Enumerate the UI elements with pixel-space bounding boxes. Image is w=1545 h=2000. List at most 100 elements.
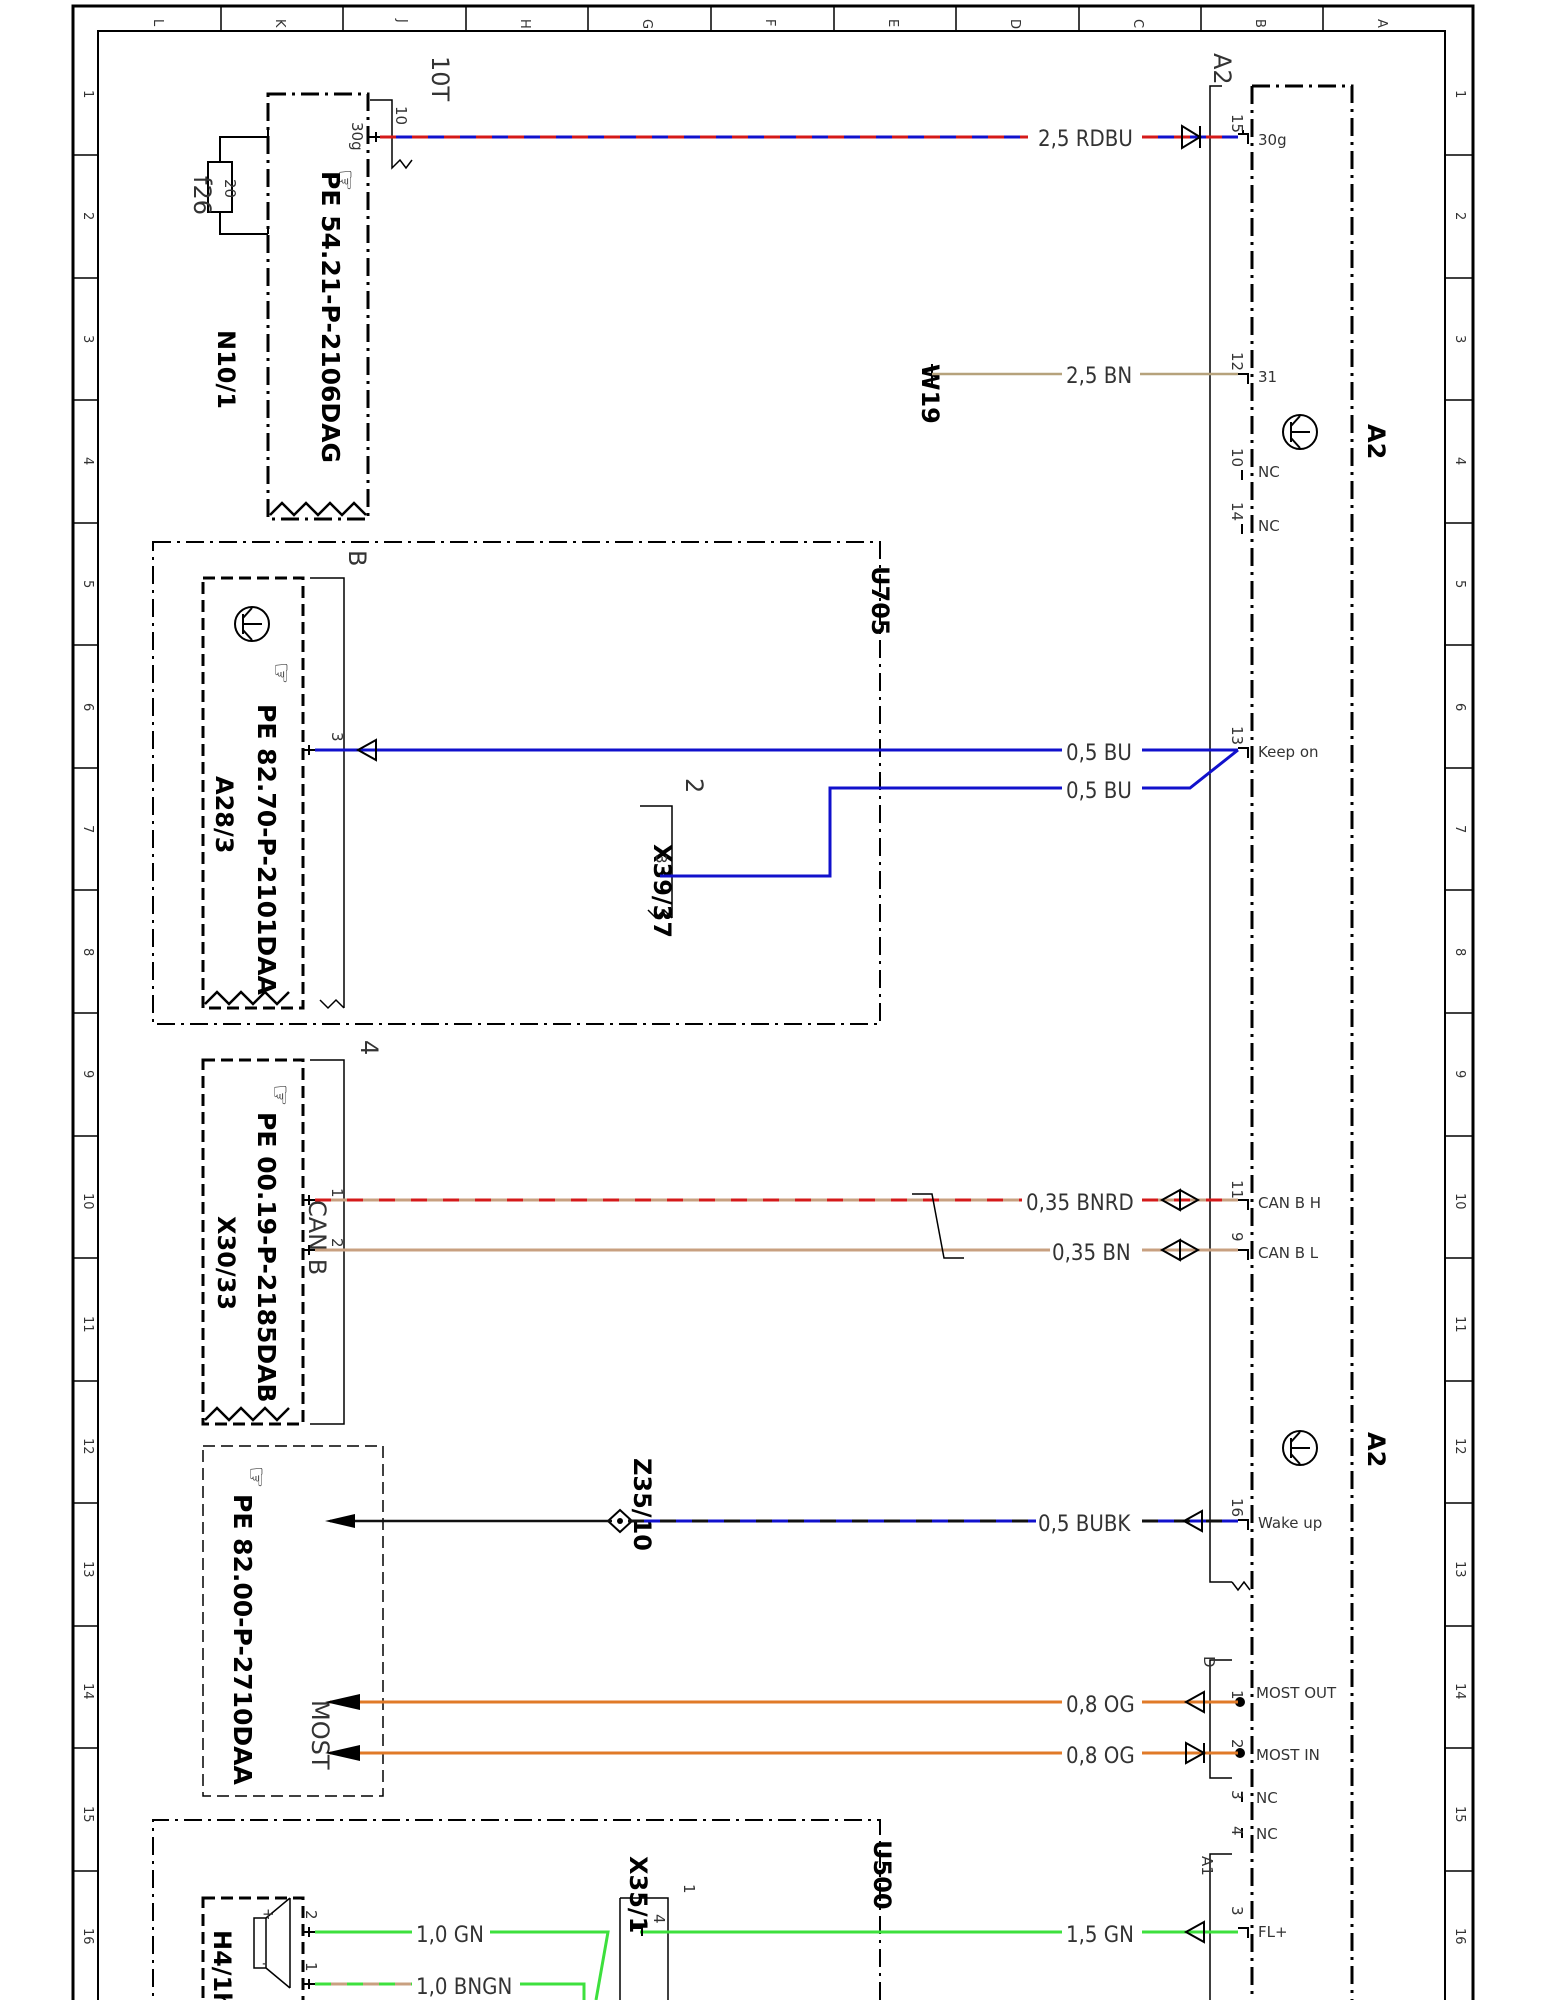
col-label: E bbox=[885, 19, 900, 27]
wire-label: 0,8 OG bbox=[1066, 1744, 1135, 1769]
fuse-name: f26 bbox=[188, 176, 216, 215]
a28-pe-ref: PE 82.70-P-2101DAA bbox=[252, 704, 281, 995]
a2-pin[interactable]: 16 Wake up bbox=[1228, 1498, 1322, 1532]
a1-connector-label: A1 bbox=[1198, 1856, 1216, 1876]
wire-bngn-speaker[interactable]: 1,0 BNGN bbox=[315, 1975, 586, 2000]
col-label: D bbox=[1007, 19, 1022, 29]
col-label: B bbox=[1252, 19, 1267, 28]
col-label: G bbox=[639, 19, 654, 29]
a2-pin[interactable]: 9 CAN B L bbox=[1228, 1232, 1319, 1262]
wire-label: 0,5 BU bbox=[1066, 779, 1132, 804]
wire-label: 0,8 OG bbox=[1066, 1693, 1135, 1718]
wire-bn[interactable]: 2,5 BN bbox=[932, 364, 1238, 389]
u500-dashdot-border bbox=[152, 1819, 881, 2000]
pin-h4-1: 1 bbox=[302, 1962, 320, 1972]
a28-3-border bbox=[201, 576, 305, 1010]
pin-name: NC bbox=[1258, 463, 1280, 481]
row-label: 6 bbox=[1452, 703, 1467, 711]
row-label: 7 bbox=[1452, 825, 1467, 833]
col-label: J bbox=[394, 18, 409, 23]
col-label: H bbox=[517, 19, 532, 29]
row-label: 5 bbox=[1452, 580, 1467, 588]
wire-gn-speaker[interactable]: 1,0 GN bbox=[315, 1923, 610, 2000]
pin-number: 16 bbox=[1228, 1498, 1246, 1517]
z35-10-splice: Z35/10 bbox=[606, 1458, 656, 1551]
pin-number: 14 bbox=[1228, 502, 1246, 521]
row-label: 3 bbox=[1452, 335, 1467, 343]
a2-title-2: A2 bbox=[1362, 1432, 1390, 1467]
row-labels-right: 1 2 3 4 5 6 7 8 9 10 11 12 13 14 15 16 bbox=[1452, 90, 1467, 1945]
pin-name: NC bbox=[1256, 1825, 1278, 1843]
a2-pin[interactable]: 10 NC bbox=[1228, 448, 1280, 481]
pin-number: 10 bbox=[1228, 448, 1246, 467]
a2-pin[interactable]: 2 MOST IN bbox=[1228, 1739, 1320, 1764]
pin-name: Wake up bbox=[1258, 1514, 1322, 1532]
wire-can-bn[interactable]: 0,35 BN bbox=[315, 1193, 1238, 1266]
wire-rdbu[interactable]: 2,5 RDBU bbox=[380, 124, 1238, 152]
most-component: PE 82.00-P-2710DAA ☞ MOST bbox=[202, 1445, 384, 1797]
a2-pin[interactable]: 1 MOST OUT bbox=[1228, 1684, 1337, 1707]
a2-pin[interactable]: 13 Keep on bbox=[1228, 726, 1319, 761]
a2-pin[interactable]: 11 CAN B H bbox=[1228, 1180, 1321, 1212]
n10-connector bbox=[370, 99, 413, 170]
pin-name: 31 bbox=[1258, 368, 1277, 386]
a2-pin[interactable]: 3 NC bbox=[1228, 1789, 1278, 1807]
row-label: 11 bbox=[1452, 1316, 1467, 1333]
row-label: 12 bbox=[80, 1438, 95, 1455]
pin-x30-2: 2 bbox=[328, 1238, 346, 1248]
row-label: 9 bbox=[1452, 1070, 1467, 1078]
a2-pin[interactable]: 14 NC bbox=[1228, 502, 1280, 535]
row-label: 14 bbox=[1452, 1683, 1467, 1700]
column-labels: L K J H G F E D C B A bbox=[150, 18, 1389, 29]
pin-name: NC bbox=[1256, 1789, 1278, 1807]
wire-gn-fl-plus[interactable]: 1,5 GN bbox=[632, 1920, 1238, 1948]
u705-label: U705 bbox=[866, 566, 894, 636]
transistor-icon bbox=[1282, 1430, 1318, 1466]
row-label: 4 bbox=[1452, 457, 1467, 465]
arrow-left-icon bbox=[325, 1694, 360, 1710]
splice-icon bbox=[606, 1508, 634, 1534]
a2-a1-connector bbox=[1209, 1853, 1232, 2000]
row-label: 15 bbox=[80, 1806, 95, 1823]
a2-pin[interactable]: 4 NC bbox=[1228, 1825, 1278, 1843]
row-label: 5 bbox=[80, 580, 95, 588]
n10-pe-ref: PE 54.21-P-2106DAG bbox=[316, 171, 345, 463]
x30-33-border bbox=[201, 1058, 305, 1426]
n10-1-component: N10/1 10T PE 54.21-P-2106DAG ☞ 20 f26 30… bbox=[188, 56, 454, 521]
row-label: 9 bbox=[80, 1070, 95, 1078]
connector-arrow-icon bbox=[1185, 1741, 1207, 1765]
row-label: 16 bbox=[1452, 1928, 1467, 1945]
a28-connector bbox=[310, 577, 345, 1010]
a2-pin[interactable]: 3 FL+ bbox=[1228, 1906, 1288, 1941]
row-label: 12 bbox=[1452, 1438, 1467, 1455]
wire-label: 1,5 GN bbox=[1066, 1923, 1134, 1948]
wire-og-most-out[interactable]: 0,8 OG bbox=[325, 1690, 1238, 1718]
row-label: 15 bbox=[1452, 1806, 1467, 1823]
zigzag bbox=[269, 501, 367, 517]
row-label: 2 bbox=[80, 212, 95, 220]
u705-dashdot-border bbox=[152, 541, 881, 1025]
row-label: 6 bbox=[80, 703, 95, 711]
wire-bu-keep-on[interactable]: 0,5 BU bbox=[315, 738, 1238, 766]
a2-dashdot-border bbox=[1250, 84, 1354, 2000]
most-pe-ref: PE 82.00-P-2710DAA bbox=[228, 1494, 257, 1785]
a2-pin[interactable]: 12 31 bbox=[1228, 352, 1277, 386]
row-label: 13 bbox=[1452, 1561, 1467, 1578]
fuse-value: 20 bbox=[221, 179, 239, 198]
hand-icon: ☞ bbox=[331, 169, 360, 191]
wire-og-most-in[interactable]: 0,8 OG bbox=[325, 1741, 1238, 1769]
wire-bu-x39[interactable]: 0,5 BU bbox=[660, 748, 1239, 878]
a2-d-connector bbox=[1209, 1659, 1232, 1779]
arrow-left-icon bbox=[325, 1745, 360, 1761]
connector-arrow-icon bbox=[1181, 1509, 1203, 1533]
row-label: 14 bbox=[80, 1683, 95, 1700]
row-label: 10 bbox=[1452, 1193, 1467, 1210]
wire-bnrd[interactable]: 0,35 BNRD bbox=[315, 1188, 1238, 1216]
row-label: 2 bbox=[1452, 212, 1467, 220]
wire-bubk[interactable]: 0,5 BUBK bbox=[325, 1509, 1238, 1537]
connector-arrow-icon bbox=[355, 738, 377, 762]
wire-label: 0,35 BN bbox=[1052, 1241, 1131, 1266]
a2-pin[interactable]: 15 30g bbox=[1228, 114, 1287, 149]
col-label: F bbox=[762, 19, 777, 26]
row-ticks bbox=[73, 154, 1473, 1872]
